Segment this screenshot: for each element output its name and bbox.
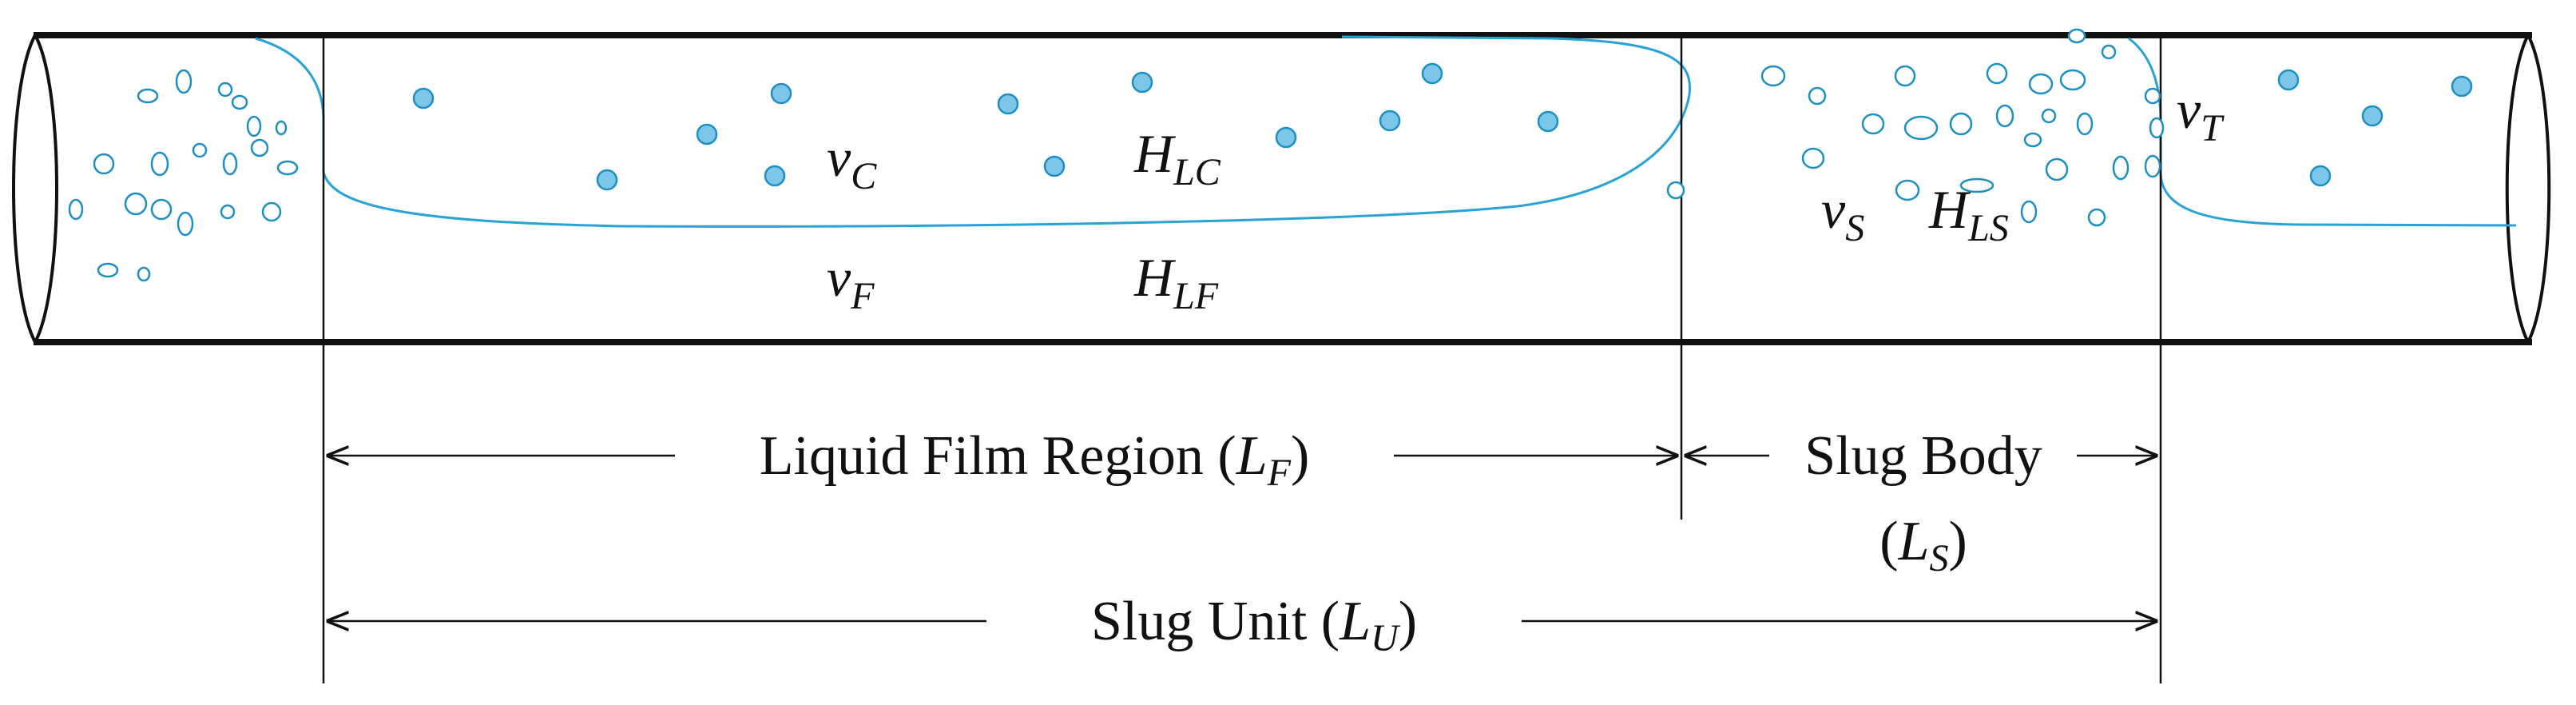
gas-bubble bbox=[276, 160, 299, 176]
gas-bubble bbox=[192, 142, 208, 158]
gas-bubble bbox=[2045, 157, 2069, 181]
gas-bubble bbox=[220, 204, 236, 220]
gas-bubble bbox=[2076, 112, 2094, 136]
gas-bubble bbox=[175, 69, 193, 94]
liquid-droplet bbox=[596, 169, 618, 191]
gas-bubble bbox=[177, 211, 194, 237]
liquid-droplet bbox=[1043, 155, 1066, 177]
gas-bubble bbox=[261, 201, 282, 222]
var-vs: vS bbox=[1821, 179, 1864, 249]
slug-body-label: Slug Body bbox=[1804, 425, 2042, 487]
dispersed-bubbles bbox=[68, 28, 2165, 282]
pipe-left-break bbox=[12, 34, 58, 346]
gas-bubble bbox=[124, 192, 148, 216]
gas-bubble bbox=[275, 120, 288, 136]
gas-bubble bbox=[1808, 86, 1827, 106]
var-hlf: HLF bbox=[1133, 247, 1219, 317]
gas-bubble bbox=[1666, 181, 1685, 200]
liquid-droplet bbox=[1379, 110, 1401, 132]
boundary-lines bbox=[322, 35, 2162, 683]
liquid-droplet bbox=[1131, 71, 1153, 94]
liquid-droplet bbox=[412, 87, 435, 110]
var-vt: vT bbox=[2177, 79, 2225, 149]
dimension-arrows bbox=[327, 456, 2157, 621]
gas-bubble bbox=[222, 152, 238, 176]
gas-bubble bbox=[1801, 147, 1825, 169]
liquid-droplet bbox=[2277, 69, 2300, 91]
film-region-label: Liquid Film Region (LF) bbox=[760, 425, 1310, 494]
gas-bubble bbox=[68, 198, 84, 221]
pipe-right-break bbox=[2505, 34, 2551, 346]
liquid-droplet bbox=[696, 123, 718, 145]
liquid-droplet bbox=[1421, 62, 1443, 85]
liquid-droplet bbox=[1537, 110, 1559, 133]
liquid-droplet bbox=[2451, 75, 2473, 98]
gas-bubble bbox=[250, 138, 269, 157]
pipe bbox=[12, 32, 2551, 346]
gas-bubble bbox=[1861, 113, 1885, 135]
gas-bubble bbox=[1895, 179, 1920, 201]
liquid-droplet bbox=[764, 165, 786, 187]
gas-bubble bbox=[137, 266, 151, 282]
gas-bubble bbox=[2112, 155, 2129, 181]
liquid-droplet bbox=[2361, 105, 2383, 127]
gas-bubble bbox=[1986, 62, 2008, 85]
gas-bubble bbox=[231, 94, 248, 110]
slug-unit-label: Slug Unit (LU) bbox=[1091, 591, 1417, 659]
gas-bubble bbox=[2020, 200, 2038, 224]
var-hlc: HLC bbox=[1133, 123, 1221, 193]
gas-bubble bbox=[93, 153, 115, 175]
film-region-interface bbox=[322, 35, 1692, 228]
slug-body-length-label: (LS) bbox=[1879, 511, 1967, 580]
gas-bubble bbox=[2144, 154, 2161, 178]
var-vf: vF bbox=[827, 247, 875, 317]
gas-bubble bbox=[150, 198, 173, 221]
gas-bubble bbox=[1995, 104, 2014, 128]
gas-bubble bbox=[2059, 69, 2086, 91]
liquid-droplet bbox=[1275, 126, 1297, 149]
gas-bubble bbox=[1894, 65, 1916, 87]
gas-bubble bbox=[2023, 132, 2042, 148]
gas-core-droplets bbox=[412, 62, 2473, 191]
var-hls: HLS bbox=[1928, 179, 2009, 249]
gas-bubble bbox=[2101, 44, 2117, 60]
gas-bubble bbox=[2067, 28, 2086, 44]
gas-bubble bbox=[2087, 208, 2106, 227]
gas-bubble bbox=[1949, 112, 1973, 136]
liquid-droplet bbox=[997, 93, 1019, 115]
gas-bubble bbox=[2028, 73, 2054, 95]
gas-bubble bbox=[150, 151, 169, 177]
dimension-labels: Liquid Film Region (LF) Slug Body (LS) S… bbox=[760, 425, 2042, 659]
gas-bubble bbox=[2149, 117, 2165, 139]
gas-bubble bbox=[97, 262, 119, 278]
gas-bubble bbox=[2144, 87, 2161, 105]
liquid-droplet bbox=[2309, 165, 2332, 187]
gas-bubble bbox=[246, 115, 262, 137]
flow-variables: vC HLC vF HLF vS HLS vT bbox=[827, 79, 2225, 317]
gas-bubble bbox=[2041, 108, 2057, 124]
gas-bubble bbox=[1959, 177, 1995, 193]
gas-bubble bbox=[1903, 115, 1939, 141]
gas-bubble bbox=[137, 88, 159, 104]
var-vc: vC bbox=[827, 127, 877, 197]
gas-bubble bbox=[217, 82, 233, 98]
gas-bubble bbox=[1760, 65, 1786, 87]
liquid-droplet bbox=[770, 82, 792, 105]
